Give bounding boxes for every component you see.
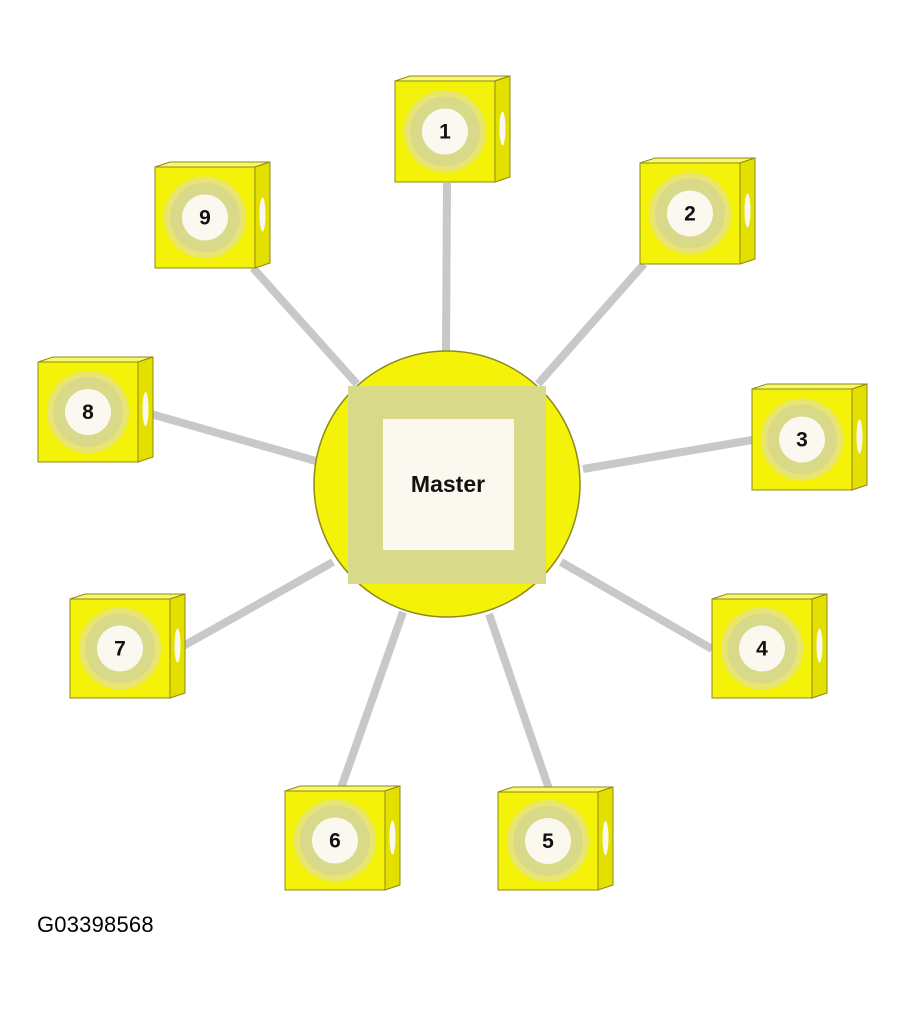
node-8-label: 8: [82, 401, 94, 424]
node-6-center: [312, 817, 358, 864]
node-8-top-face: [37, 356, 154, 363]
node-8-center: [65, 389, 111, 435]
node-2-port: [744, 193, 751, 228]
node-5-top-face: [497, 786, 614, 793]
node-9-center: [182, 194, 228, 241]
node-5: 5: [497, 786, 614, 891]
connector-master-node-9: [250, 265, 360, 387]
node-5-center: [525, 818, 571, 864]
node-9-port: [259, 197, 266, 232]
master-label: Master: [411, 471, 485, 497]
node-8: 8: [37, 356, 154, 463]
node-9-top-face: [154, 161, 271, 168]
node-1: 1: [394, 75, 511, 183]
node-7: 7: [69, 593, 186, 699]
node-1-port: [499, 111, 506, 146]
node-9: 9: [154, 161, 271, 269]
node-1-top-face: [394, 75, 511, 82]
node-4-top-face: [711, 593, 828, 600]
node-6: 6: [284, 785, 401, 891]
node-4-label: 4: [756, 638, 768, 661]
node-1-label: 1: [439, 121, 451, 144]
node-7-label: 7: [114, 638, 126, 661]
node-3-top-face: [751, 383, 868, 390]
connector-master-node-8: [142, 408, 318, 465]
connectors: [142, 182, 753, 794]
figure-id: G03398568: [37, 912, 154, 937]
node-3-center: [779, 416, 825, 463]
node-2: 2: [639, 157, 756, 265]
connector-master-node-4: [559, 558, 714, 653]
node-3: 3: [751, 383, 868, 491]
node-1-center: [422, 108, 468, 155]
node-7-top-face: [69, 593, 186, 600]
node-6-label: 6: [329, 830, 341, 853]
connector-master-node-5: [485, 612, 554, 794]
node-3-port: [856, 419, 863, 454]
connector-master-node-6: [336, 610, 407, 793]
master-inner-square: [383, 419, 514, 550]
node-5-label: 5: [542, 830, 554, 853]
connector-master-node-1: [442, 182, 451, 353]
node-4-port: [816, 628, 823, 663]
node-6-port: [389, 820, 396, 855]
node-9-label: 9: [199, 207, 211, 230]
node-3-label: 3: [796, 429, 808, 452]
node-2-label: 2: [684, 203, 696, 226]
node-6-top-face: [284, 785, 401, 792]
node-4: 4: [711, 593, 828, 699]
node-8-port: [142, 392, 149, 426]
node-7-port: [174, 628, 181, 663]
node-4-center: [739, 625, 785, 672]
node-5-port: [602, 821, 609, 855]
connector-master-node-7: [176, 558, 335, 653]
master-node: Master: [313, 350, 581, 618]
node-2-top-face: [639, 157, 756, 164]
node-7-center: [97, 625, 143, 672]
slave-nodes: 1 2 3 4 5 6 7 8 9: [37, 75, 868, 891]
connector-master-node-3: [582, 436, 753, 473]
node-2-center: [667, 190, 713, 237]
connector-master-node-2: [535, 261, 647, 387]
